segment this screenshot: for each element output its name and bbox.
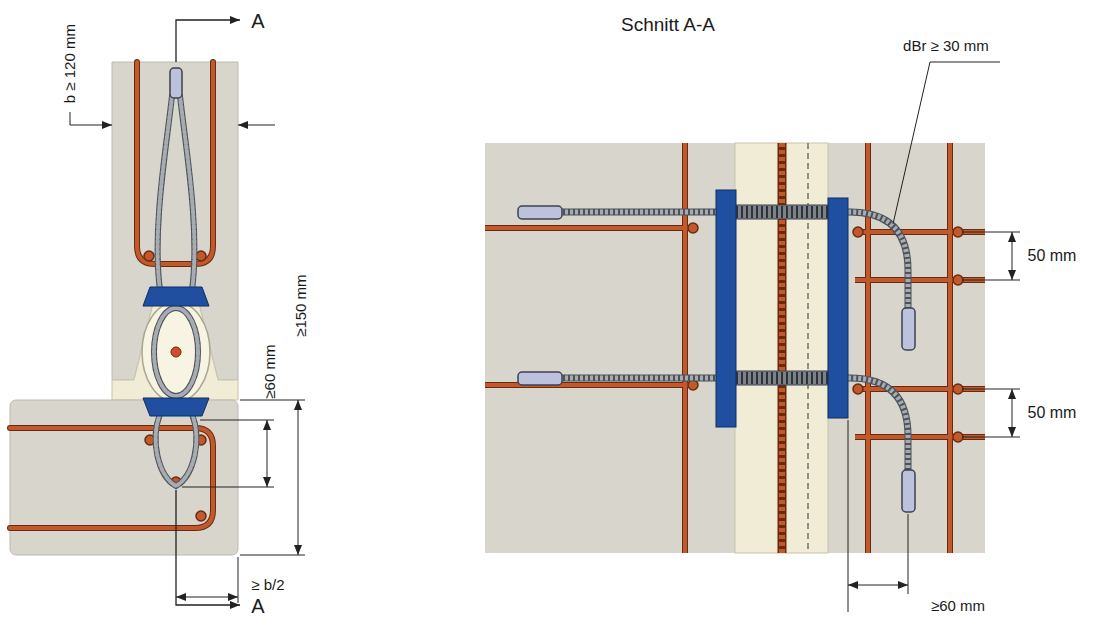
- rope-sleeve: [170, 68, 182, 98]
- grout-joint: [735, 143, 828, 553]
- rebar: [137, 62, 213, 264]
- threaded-rod: [736, 205, 828, 219]
- section-concrete: [485, 143, 985, 553]
- section-line: [176, 490, 240, 605]
- dimension-line: [238, 125, 275, 126]
- dimension-line: [267, 420, 268, 487]
- rebar: [10, 62, 213, 528]
- rebar-section-dot: [953, 275, 963, 285]
- dimension-line: [70, 112, 305, 603]
- rebar-section-dot: [688, 223, 698, 233]
- housing-boss: [142, 302, 210, 402]
- section-concrete: [485, 143, 985, 553]
- dimension-label: ≥150 mm: [291, 275, 308, 337]
- section-line: [176, 20, 240, 62]
- anchor-pin: [171, 347, 181, 357]
- threaded-rod: [736, 372, 828, 384]
- section-line: [176, 20, 240, 605]
- dimension-label: ≥ b/2: [251, 576, 284, 593]
- anchor-pin: [171, 347, 181, 357]
- dimension-line: [240, 555, 305, 556]
- dimension-line: [962, 389, 1020, 390]
- rebar: [866, 143, 870, 553]
- dimension-label: ≥60 mm: [261, 345, 278, 399]
- dimension-line: [848, 420, 849, 612]
- threaded-rod: [736, 206, 828, 218]
- rebar: [948, 143, 952, 553]
- dimension-line: [182, 487, 274, 488]
- rebar: [485, 226, 690, 230]
- dimension-line: [240, 400, 305, 401]
- housing-boss: [142, 302, 210, 402]
- rebar: [485, 143, 985, 553]
- clamp-plate: [143, 287, 209, 416]
- dimension-line: [70, 112, 112, 125]
- dimension-label: b ≥ 120 mm: [61, 24, 78, 103]
- rope-sleeve: [518, 372, 562, 385]
- dimension-label: 50 mm: [1028, 404, 1077, 422]
- dimension-line: [962, 280, 1020, 281]
- rebar-section-dot: [144, 251, 154, 261]
- rebar: [137, 62, 213, 264]
- clamp-plate: [716, 190, 848, 427]
- dimension-line: [238, 557, 239, 603]
- dimension-line: [848, 585, 908, 586]
- rebar: [947, 143, 953, 553]
- rope-sleeve: [902, 470, 915, 512]
- rebar: [485, 143, 985, 553]
- clamp-plate: [828, 198, 848, 418]
- rebar: [485, 143, 985, 553]
- horizontal-slab-element: [10, 400, 238, 555]
- dimension-line: [1012, 232, 1013, 280]
- threaded-rod: [736, 371, 828, 385]
- rebar-section-dot: [953, 384, 963, 394]
- rebar-section-dot: [196, 511, 206, 521]
- wire-rope-loop: [154, 308, 198, 396]
- rebar-section-dot: [853, 384, 863, 394]
- dimension-line: [298, 400, 299, 555]
- section-mark: A: [251, 10, 264, 33]
- rebar-section-dot: [953, 432, 963, 442]
- wire-rope-loop: [154, 308, 198, 396]
- rebar-section-dot: [953, 227, 963, 237]
- section-mark: A: [251, 595, 264, 618]
- rebar: [485, 225, 690, 231]
- rope-sleeve: [170, 68, 182, 98]
- dimension-line: [1012, 389, 1013, 437]
- grout-joint: [735, 143, 828, 553]
- rebar: [682, 143, 688, 553]
- dimension-line: [962, 232, 1020, 233]
- dimension-line: [848, 62, 1020, 612]
- rebar-section-dot: [196, 251, 206, 261]
- dimension-label: ≥60 mm: [931, 597, 985, 614]
- wire-rope-loop: [158, 96, 195, 290]
- rebar: [865, 143, 871, 553]
- rebar: [485, 383, 690, 387]
- view-title: Schnitt A-A: [621, 14, 715, 36]
- dimension-line: [908, 514, 909, 594]
- dimension-line: [200, 420, 274, 421]
- rope-sleeve: [518, 206, 562, 219]
- dimension-line: [893, 62, 1000, 224]
- wire-rope-loop: [156, 414, 197, 486]
- clamp-plate: [143, 398, 209, 416]
- dimension-label: 50 mm: [1028, 247, 1077, 265]
- dimension-label: dBr ≥ 30 mm: [903, 37, 989, 54]
- horizontal-slab-element: [10, 400, 238, 555]
- threaded-rod: [736, 205, 828, 385]
- clamp-plate: [143, 287, 209, 306]
- rebar-section-dot: [853, 227, 863, 237]
- rebar: [683, 143, 687, 553]
- wire-rope-loop: [156, 414, 197, 486]
- dimension-line: [962, 437, 1020, 438]
- rebar: [485, 382, 690, 388]
- rope-sleeve: [902, 308, 915, 350]
- clamp-plate: [716, 190, 736, 427]
- dimension-line: [176, 597, 238, 598]
- wire-rope-loop: [158, 96, 195, 290]
